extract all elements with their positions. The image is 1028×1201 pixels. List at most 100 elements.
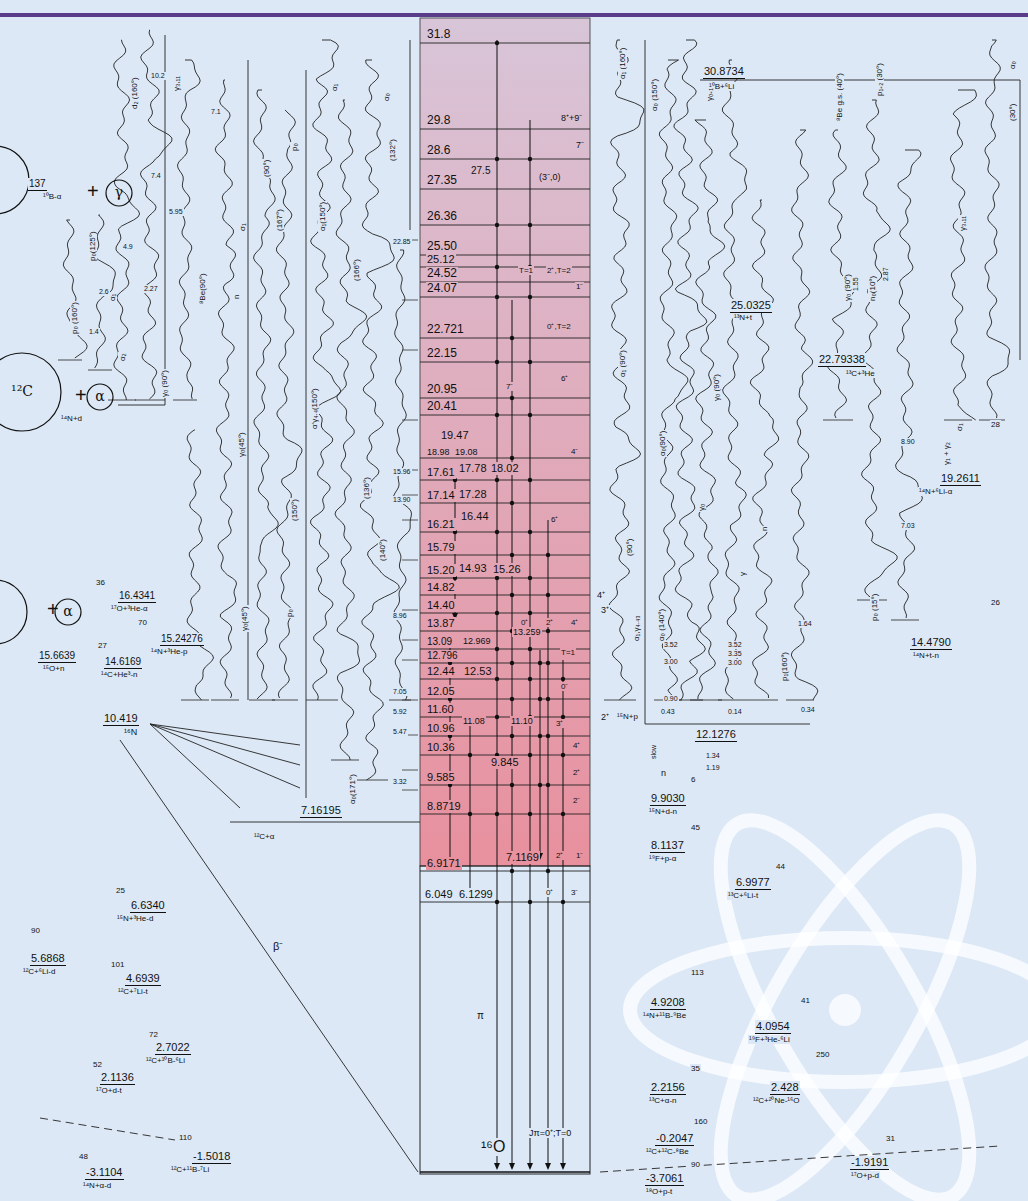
- level-label: +: [74, 384, 88, 407]
- level-label: 13.90: [392, 496, 412, 504]
- transition-dot: [510, 456, 514, 460]
- level-label: 17.78: [458, 462, 488, 475]
- level-label: 28: [990, 420, 1001, 429]
- spectrum-trace: [985, 40, 1010, 418]
- level-label: 3⁺: [555, 719, 564, 728]
- level-label: ¹⁵N+d-n: [648, 807, 678, 816]
- spectrum-trace: [187, 430, 213, 700]
- transition-dot: [495, 223, 499, 227]
- transition-dot: [495, 530, 499, 534]
- spectrum-label: α₁: [108, 293, 117, 302]
- spectrum-label: p₁₊₂ (30°): [875, 62, 884, 97]
- energy-level: [420, 595, 590, 596]
- spectrum-label: γ₀(45°): [240, 605, 249, 632]
- level-label: 8.8719: [426, 800, 462, 813]
- transition-dot: [510, 783, 514, 787]
- transition-dot: [528, 478, 532, 482]
- level-label: 0.43: [660, 708, 676, 716]
- transition-dot: [528, 413, 532, 417]
- spectrum-label: α₀(90°): [658, 430, 667, 457]
- level-label: T=1: [518, 266, 534, 275]
- threshold-energy: 25.0325: [730, 299, 772, 313]
- frame-line: [410, 40, 411, 230]
- threshold-energy: 4.9208: [650, 996, 686, 1010]
- level-label: 7.03: [900, 522, 916, 530]
- level-label: 13.09: [426, 636, 453, 648]
- spectrum-label: p₀ (15°): [870, 593, 879, 622]
- transition-dot: [546, 553, 550, 557]
- level-label: 2⁺,T=2: [546, 266, 572, 275]
- threshold-energy: 4.6939: [125, 972, 161, 986]
- energy-level: [420, 871, 590, 872]
- transition-dot: [528, 611, 532, 615]
- spectrum-label: (132°): [388, 138, 397, 162]
- level-label: 0⁺: [545, 888, 554, 897]
- level-label: 4⁻: [570, 447, 579, 456]
- spectrum-label: α'γ₄.₄(150°): [310, 387, 319, 430]
- spectrum-base: [211, 700, 239, 701]
- threshold-energy: 15.6639: [38, 650, 76, 663]
- threshold-energy: 4.0954: [755, 1020, 791, 1034]
- spectrum-base: [331, 760, 359, 761]
- spectrum-label: (167°): [275, 208, 284, 232]
- gamma-transition: [530, 120, 531, 1164]
- transition-dot: [528, 360, 532, 364]
- level-label: 27: [97, 641, 108, 650]
- level-label: ¹³C+³He: [845, 369, 876, 378]
- spectrum-label: ⁸Be(90°): [198, 272, 207, 305]
- transition-dot: [495, 360, 499, 364]
- frame-line: [645, 40, 646, 724]
- level-label: n: [660, 768, 667, 778]
- spectrum-label: γ₀ (90°): [160, 369, 169, 398]
- transition-dot: [561, 900, 565, 904]
- level-label: 3.32: [392, 778, 408, 786]
- spectrum-base: [944, 420, 972, 421]
- level-label: 2.27: [143, 285, 159, 293]
- spectrum-label: γ₁ + γ₂: [942, 441, 951, 466]
- spectrum-label: (90°): [625, 538, 634, 557]
- spectrum-label: α₀: [382, 92, 391, 102]
- spectrum-base: [249, 700, 275, 701]
- spectrum-label: n₀(10°): [868, 275, 877, 302]
- level-tick: [402, 610, 418, 611]
- particle-symbol: ¹²C: [11, 384, 33, 399]
- level-label: 7.1: [210, 108, 222, 116]
- energy-level: [420, 532, 590, 533]
- level-label: ¹⁷O+p-d: [850, 1171, 880, 1180]
- level-label: 24.07: [426, 282, 458, 296]
- threshold-line: [118, 405, 165, 406]
- level-label: 22.15: [426, 347, 458, 361]
- level-label: 9.585: [426, 771, 456, 784]
- level-label: ¹²C+¹⁰B-⁶Li: [145, 1056, 186, 1065]
- gamma-transition: [548, 520, 549, 1164]
- threshold-energy: 2.2156: [650, 1081, 686, 1095]
- transition-dot: [546, 869, 550, 873]
- energy-level: [420, 458, 590, 459]
- circled-particle: γ: [105, 179, 133, 207]
- top-rule: [0, 13, 1028, 17]
- level-label: 10.2: [150, 72, 166, 80]
- threshold-energy: -3.1104: [85, 1166, 124, 1180]
- level-label: 4⁺: [572, 741, 581, 750]
- level-label: 6⁺: [560, 374, 569, 383]
- transition-dot: [528, 576, 532, 580]
- threshold-energy: 137: [28, 178, 47, 191]
- transition-dot: [546, 661, 550, 665]
- spectrum-label: (136°): [362, 476, 371, 500]
- particle-symbol: α: [63, 604, 72, 619]
- decay-line: [150, 724, 300, 745]
- spectrum-label: n: [232, 294, 241, 300]
- level-label: ¹³N+t: [733, 313, 753, 322]
- level-label: 14.40: [426, 599, 456, 612]
- spectrum-trace: [215, 80, 236, 698]
- energy-level: [420, 663, 590, 664]
- spectrum-label: p₀: [285, 608, 294, 618]
- level-label: 7.05: [392, 688, 408, 696]
- level-tick: [402, 520, 418, 521]
- level-label: 45: [690, 823, 701, 832]
- level-label: 6: [690, 775, 696, 784]
- spectrum-base: [306, 700, 338, 701]
- level-label: 19.08: [454, 447, 479, 457]
- gamma-transition: [540, 650, 541, 854]
- level-label: Jπ=0⁺;T=0: [528, 1128, 572, 1138]
